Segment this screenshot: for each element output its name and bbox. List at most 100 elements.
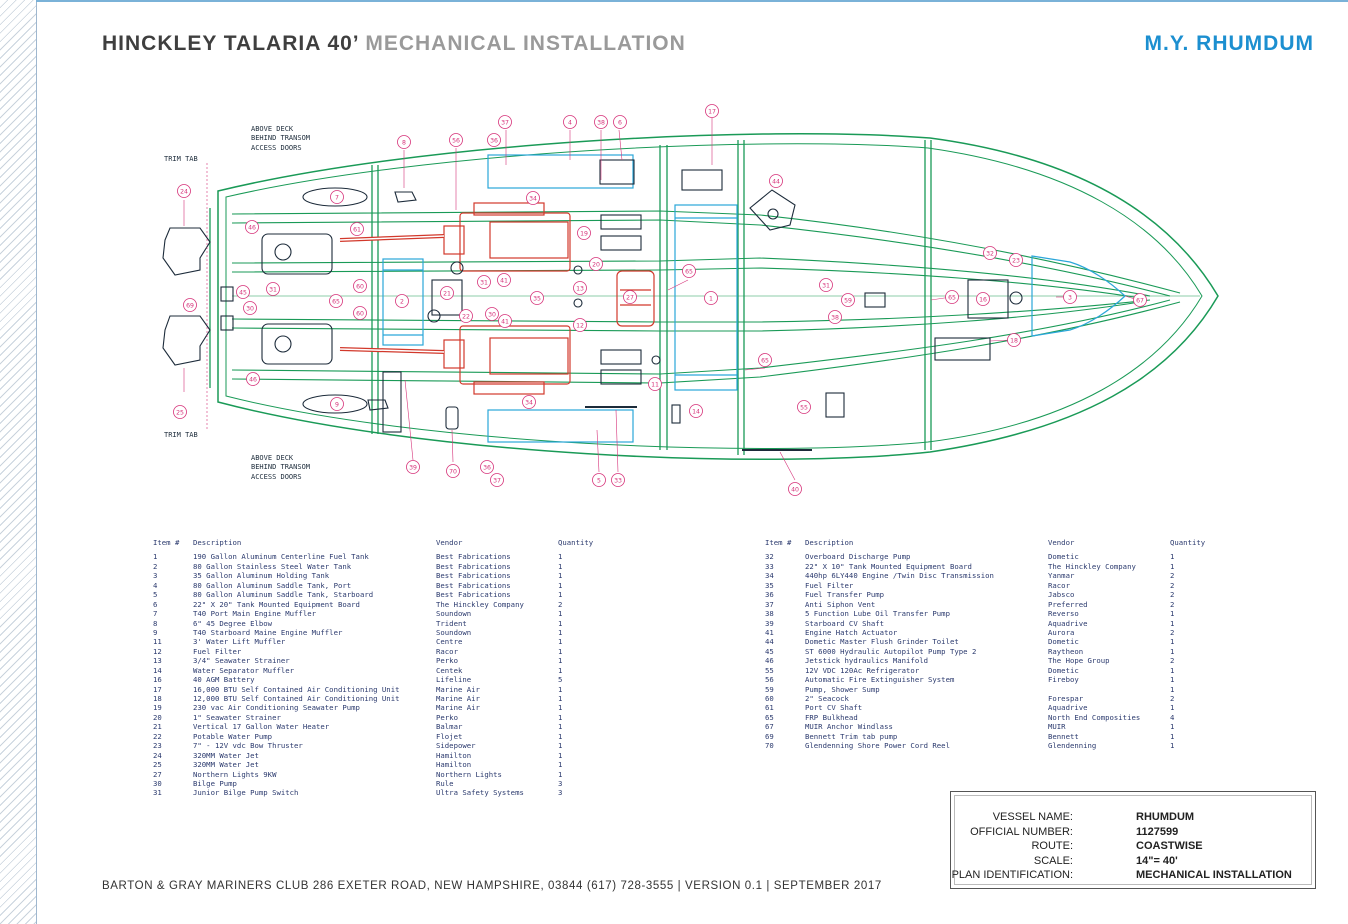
callout-bubble: 38 — [594, 115, 608, 129]
callout-bubble: 37 — [490, 473, 504, 487]
callout-number: 31 — [822, 282, 830, 289]
cell-vendor: Reverso — [1048, 609, 1079, 619]
callout-circle — [480, 460, 494, 474]
callout-number: 34 — [525, 399, 533, 406]
callout-circle — [1007, 333, 1021, 347]
margin-hatch — [0, 0, 37, 924]
cell-quantity: 1 — [558, 684, 563, 694]
cell-description: Engine Hatch Actuator — [805, 627, 898, 637]
cell-description: Starboard CV Shaft — [805, 618, 885, 628]
cell-quantity: 1 — [558, 646, 563, 656]
cell-quantity: 1 — [558, 760, 563, 770]
callout-circle — [589, 257, 603, 271]
cell-vendor: Forespar — [1048, 694, 1084, 703]
callout-bubble: 22 — [459, 309, 473, 323]
callout-circle — [976, 292, 990, 306]
cell-vendor: MUIR — [1048, 722, 1066, 732]
callout-number: 32 — [986, 250, 994, 257]
note-trim-tab-top: TRIM TAB — [164, 155, 198, 163]
callout-number: 38 — [597, 119, 605, 126]
callout-number: 5 — [597, 477, 601, 484]
cell-quantity: 1 — [1170, 703, 1175, 713]
cell-item: 69 — [765, 731, 774, 741]
cell-vendor: North End Composities — [1048, 712, 1141, 722]
cell-item: 70 — [765, 741, 774, 751]
callout-number: 36 — [483, 464, 491, 471]
callout-bubble: 37 — [498, 115, 512, 129]
cell-quantity: 1 — [558, 741, 563, 751]
header-item: Item # — [153, 538, 180, 547]
callout-number: 65 — [332, 298, 340, 305]
cell-item: 11 — [153, 637, 162, 647]
cell-quantity: 1 — [1170, 646, 1175, 656]
callout-number: 21 — [443, 290, 451, 297]
cell-description: Bennett Trim tab pump — [805, 731, 898, 741]
callout-bubble: 30 — [485, 307, 499, 321]
cell-description: 440hp 6LY440 Engine /Twin Disc Transmiss… — [805, 571, 994, 581]
callout-bubble: 33 — [611, 473, 625, 487]
callout-circle — [498, 314, 512, 328]
cell-description: Port CV Shaft — [805, 703, 863, 713]
callout-bubble: 21 — [440, 286, 454, 300]
cell-vendor: Racor — [436, 646, 458, 656]
cell-quantity: 1 — [1170, 618, 1175, 628]
callout-bubble: 20 — [589, 257, 603, 271]
cell-vendor: Dometic — [1048, 552, 1079, 562]
callout-circle — [611, 473, 625, 487]
callout-bubble: 14 — [689, 404, 703, 418]
cell-item: 22 — [153, 731, 162, 741]
callout-circle — [522, 395, 536, 409]
callout-number: 46 — [249, 376, 257, 383]
callout-circle — [526, 191, 540, 205]
callout-bubble: 3 — [1063, 290, 1077, 304]
cell-description: Fuel Filter — [193, 646, 242, 656]
callout-number: 23 — [1012, 257, 1020, 264]
cell-vendor: Trident — [436, 618, 467, 628]
callout-number: 60 — [356, 310, 364, 317]
table-header: Item # Description Vendor Quantity — [153, 538, 613, 547]
vessel-name-label: VESSEL NAME: — [992, 811, 1073, 823]
callout-circle — [573, 281, 587, 295]
cell-item: 38 — [765, 609, 774, 619]
plan-notes: ABOVE DECK BEHIND TRANSOM ACCESS DOORS T… — [164, 125, 310, 481]
cell-vendor: Racor — [1048, 580, 1070, 590]
cell-quantity: 2 — [1170, 599, 1175, 609]
title-block-row: VESSEL NAME: RHUMDUM — [955, 811, 1311, 825]
cell-quantity: 1 — [1170, 665, 1175, 675]
callout-number: 3 — [1068, 294, 1072, 301]
cell-vendor: Aquadrive — [1048, 703, 1088, 713]
callout-number: 36 — [490, 137, 498, 144]
callout-number: 2 — [400, 298, 404, 305]
note-above-deck-top-3: ACCESS DOORS — [251, 144, 302, 152]
callout-number: 30 — [246, 305, 254, 312]
callout-bubble: 4 — [563, 115, 577, 129]
table-header: Item # Description Vendor Quantity — [765, 538, 1225, 547]
cell-item: 45 — [765, 646, 774, 656]
cell-quantity: 1 — [1170, 609, 1175, 619]
callout-bubble: 44 — [769, 174, 783, 188]
callout-number: 16 — [979, 296, 987, 303]
callout-bubble: 36 — [480, 460, 494, 474]
cell-quantity: 1 — [1170, 722, 1175, 732]
callout-number: 40 — [791, 486, 799, 493]
header-vendor: Vendor — [436, 538, 463, 547]
callout-bubble: 31 — [477, 275, 491, 289]
note-above-deck-top-2: BEHIND TRANSOM — [251, 134, 310, 142]
header-quantity: Quantity — [1170, 538, 1206, 547]
callout-bubble: 7 — [330, 190, 344, 204]
cell-vendor: Marine Air — [436, 694, 480, 703]
footer-address: BARTON & GRAY MARINERS CLUB 286 EXETER R… — [102, 880, 882, 892]
cell-item: 19 — [153, 703, 162, 713]
cell-quantity: 2 — [1170, 694, 1175, 703]
